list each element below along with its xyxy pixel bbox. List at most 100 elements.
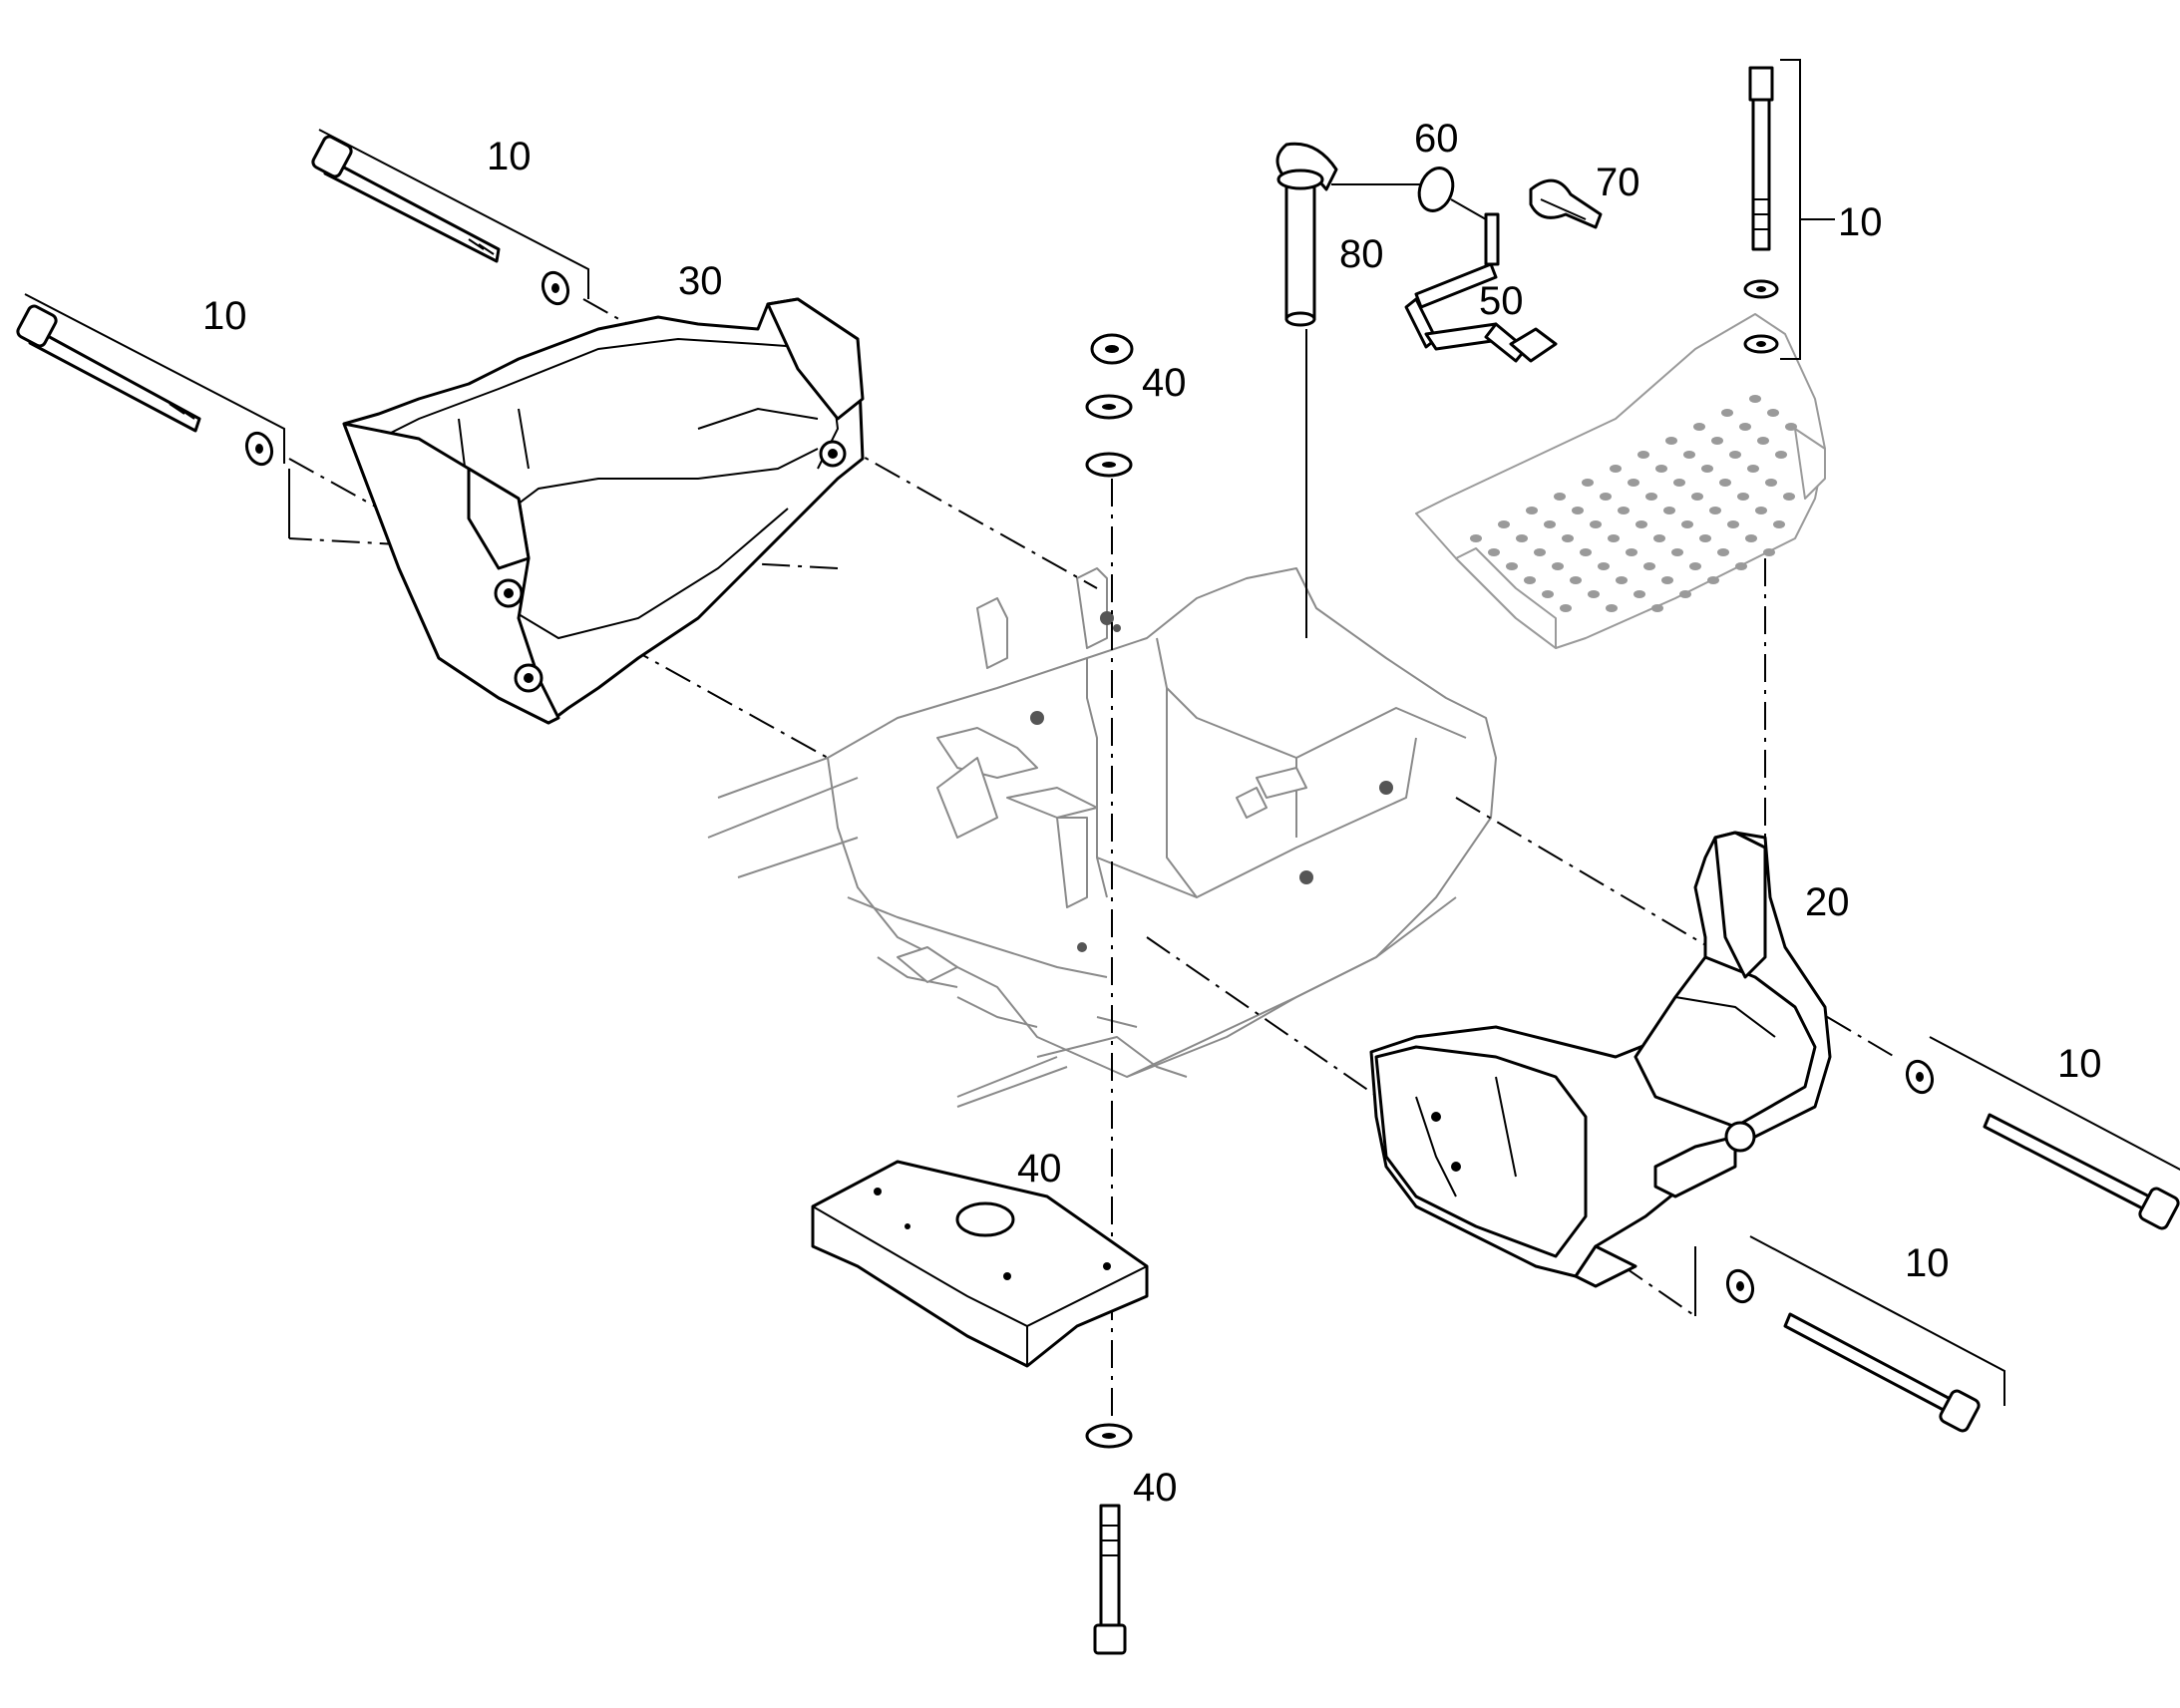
perforation-hole <box>1610 465 1622 473</box>
perforation-hole <box>1524 576 1536 584</box>
callout-80: 80 <box>1339 232 1384 276</box>
perforation-hole <box>1572 507 1584 514</box>
perforation-hole <box>1665 437 1677 445</box>
perforation-hole <box>1608 534 1620 542</box>
perforation-hole <box>1618 507 1630 514</box>
perforation-hole <box>1707 576 1719 584</box>
perforation-hole <box>1709 507 1721 514</box>
perforation-hole <box>1773 520 1785 528</box>
bolt-group-top-left-upper <box>311 129 589 306</box>
perforation-hole <box>1582 479 1594 487</box>
perforation-hole <box>1727 520 1739 528</box>
callout-10-top-left-lower: 10 <box>202 294 247 338</box>
perforation-hole <box>1606 604 1618 612</box>
bolt-group-right-upper <box>1905 1036 2180 1230</box>
perforation-hole <box>1580 548 1592 556</box>
perforation-hole <box>1673 479 1685 487</box>
perforation-hole <box>1749 395 1761 403</box>
bolt-group-top-left-lower <box>16 293 285 467</box>
perforation-hole <box>1655 465 1667 473</box>
pin-with-handle <box>1275 142 1421 327</box>
machine-frame <box>707 567 1497 1108</box>
perforation-hole <box>1663 507 1675 514</box>
counterweight-right <box>1369 831 1832 1288</box>
perforation-hole <box>1757 437 1769 445</box>
bolt-group-top-right <box>1743 59 1835 360</box>
perforation-hole <box>1634 590 1645 598</box>
perforation-hole <box>1626 548 1637 556</box>
perforation-hole <box>1488 548 1500 556</box>
bolt-group-right-lower <box>1725 1235 2005 1433</box>
fastener-stack-top-center <box>1085 333 1134 478</box>
perforation-hole <box>1775 451 1787 459</box>
perforation-hole <box>1653 534 1665 542</box>
perforation-hole <box>1600 493 1612 501</box>
callout-10-right-upper: 10 <box>2057 1042 2102 1086</box>
perforation-hole <box>1588 590 1600 598</box>
perforation-hole <box>1542 590 1554 598</box>
bolt-stack-bottom-center <box>1085 1423 1133 1655</box>
callout-10-top-right: 10 <box>1838 200 1883 244</box>
perforation-hole <box>1691 493 1703 501</box>
perforation-hole <box>1534 548 1546 556</box>
perforation-hole <box>1570 576 1582 584</box>
perforation-hole <box>1516 534 1528 542</box>
perforation-hole <box>1721 409 1733 417</box>
perforation-hole <box>1747 465 1759 473</box>
callout-30: 30 <box>678 259 723 303</box>
callout-labels: 10 10 30 40 80 60 70 50 10 20 10 10 40 4… <box>202 117 2102 1510</box>
perforation-hole <box>1616 576 1628 584</box>
perforation-hole <box>1767 409 1779 417</box>
perforation-hole <box>1681 520 1693 528</box>
callout-40-top-center: 40 <box>1142 361 1187 405</box>
perforation-hole <box>1560 604 1572 612</box>
perforation-hole <box>1590 520 1602 528</box>
perforation-hole <box>1763 548 1775 556</box>
perforation-hole <box>1544 520 1556 528</box>
perforation-hole <box>1470 534 1482 542</box>
perforation-hole <box>1737 493 1749 501</box>
perforation-hole <box>1651 604 1663 612</box>
ring <box>1417 167 1487 220</box>
plate-block <box>811 1160 1149 1368</box>
perforation-hole <box>1699 534 1711 542</box>
perforation-hole <box>1693 423 1705 431</box>
perforation-hole <box>1729 451 1741 459</box>
perforation-hole <box>1717 548 1729 556</box>
perforation-hole <box>1745 534 1757 542</box>
callout-20: 20 <box>1805 880 1850 924</box>
callout-50: 50 <box>1479 279 1524 323</box>
perforation-hole <box>1552 562 1564 570</box>
callout-10-right-lower: 10 <box>1905 1241 1950 1285</box>
perforation-hole <box>1598 562 1610 570</box>
lynch-pin <box>1529 178 1603 229</box>
callout-40-bottom-center: 40 <box>1133 1466 1178 1510</box>
perforation-hole <box>1755 507 1767 514</box>
perforation-hole <box>1689 562 1701 570</box>
perforation-hole <box>1637 451 1649 459</box>
step-plate <box>1415 313 1826 649</box>
perforation-hole <box>1671 548 1683 556</box>
perforation-hole <box>1498 520 1510 528</box>
perforation-hole <box>1506 562 1518 570</box>
perforation-hole <box>1679 590 1691 598</box>
perforation-hole <box>1719 479 1731 487</box>
perforation-hole <box>1739 423 1751 431</box>
perforation-hole <box>1735 562 1747 570</box>
perforation-hole <box>1628 479 1639 487</box>
perforation-hole <box>1783 493 1795 501</box>
perforation-hole <box>1562 534 1574 542</box>
chain <box>1404 212 1558 363</box>
perforation-hole <box>1635 520 1647 528</box>
callout-60: 60 <box>1414 117 1459 161</box>
perforation-hole <box>1711 437 1723 445</box>
perforation-hole <box>1643 562 1655 570</box>
perforation-hole <box>1701 465 1713 473</box>
perforation-hole <box>1645 493 1657 501</box>
callout-10-top-left-upper: 10 <box>487 135 532 178</box>
counterweight-left <box>342 297 865 725</box>
perforation-hole <box>1661 576 1673 584</box>
perforation-hole <box>1785 423 1797 431</box>
step-plate-holes <box>1470 395 1797 612</box>
perforation-hole <box>1683 451 1695 459</box>
